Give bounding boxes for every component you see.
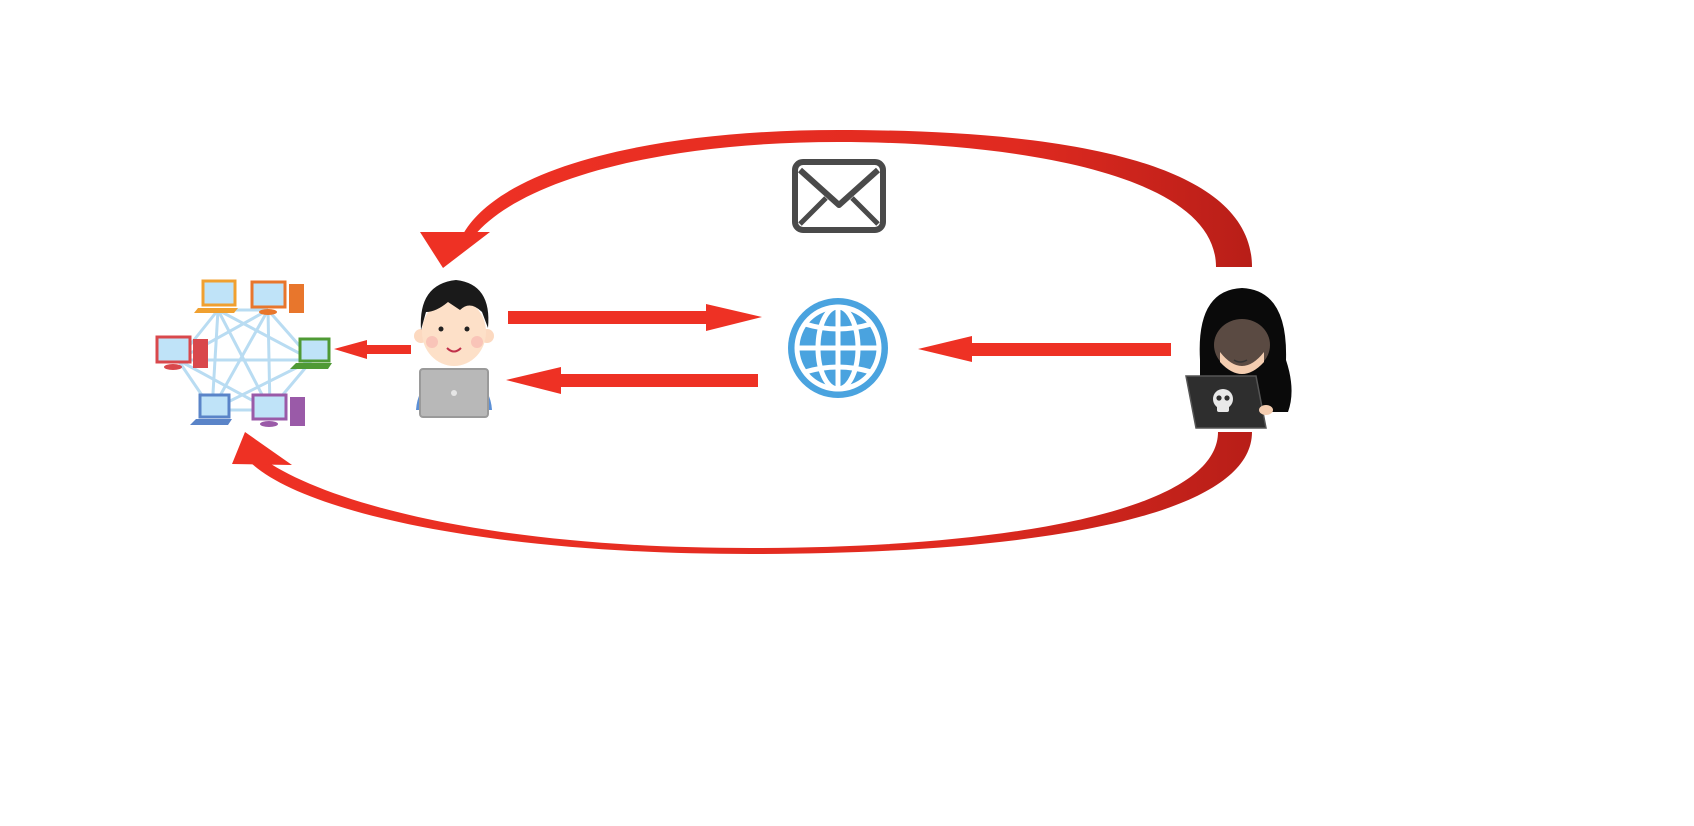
arrow-attacker-to-internet [918, 336, 1171, 362]
laptop-icon [190, 393, 232, 425]
desktop-computer-icon [251, 393, 305, 427]
desktop-computer-icon [250, 280, 304, 315]
desktop-computer-icon [155, 335, 208, 370]
laptop-icon [290, 337, 332, 369]
envelope-icon [792, 159, 886, 233]
globe-icon [788, 298, 888, 398]
curved-arrow-attacker-to-network [232, 432, 1252, 554]
arrow-internet-to-employee [506, 367, 758, 394]
arrow-employee-to-internet [508, 304, 762, 331]
computer-network-icon [155, 279, 332, 427]
hooded-hacker-icon [1185, 288, 1292, 429]
person-with-laptop-icon [414, 280, 494, 418]
arrow-employee-to-network [334, 340, 411, 359]
curved-arrow-attacker-to-employee [420, 130, 1252, 268]
laptop-icon [194, 279, 238, 313]
skull-icon [1213, 389, 1233, 412]
